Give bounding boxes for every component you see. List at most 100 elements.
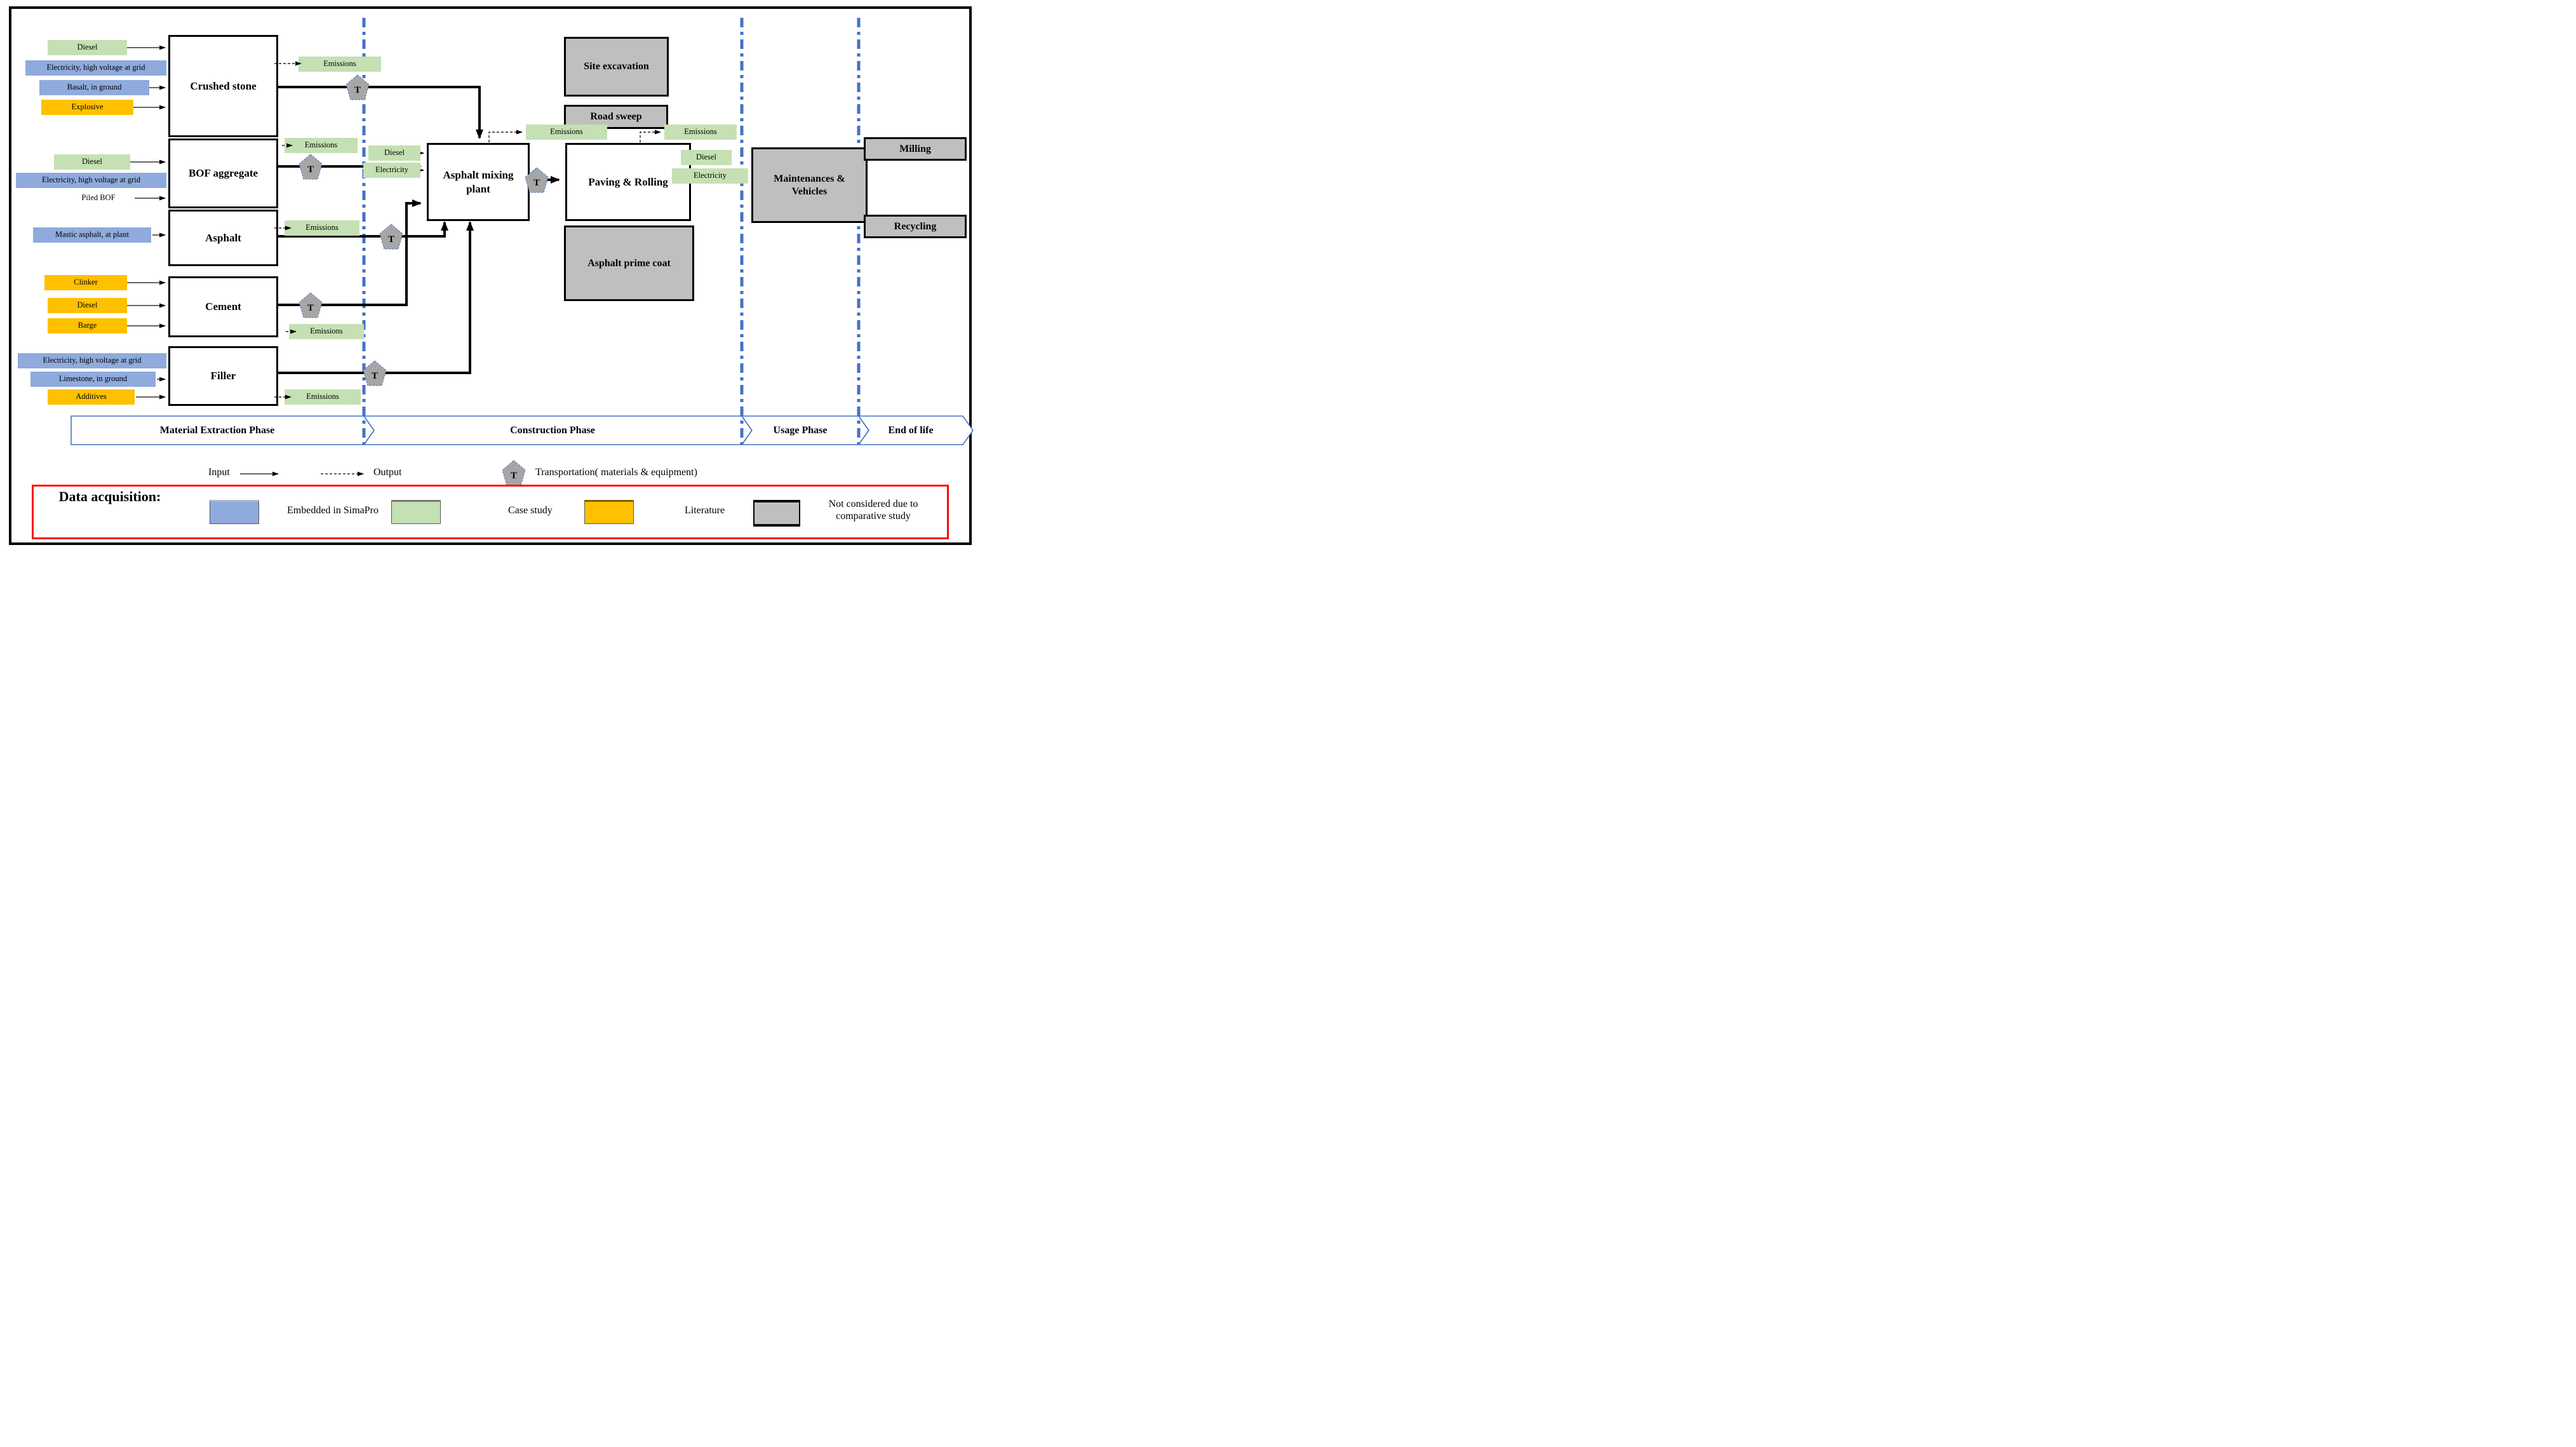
input-electricity-crushed-text: Electricity, high voltage at grid — [46, 63, 145, 72]
input-diesel-paving-text: Diesel — [696, 152, 716, 162]
transport-icon-bof: T — [299, 154, 323, 180]
swatch-literature — [584, 500, 634, 524]
process-paving-rolling-label: Paving & Rolling — [588, 175, 668, 188]
legend-transport-icon: T — [502, 460, 526, 486]
emissions-paving-text: Emissions — [684, 127, 717, 137]
input-limestone-filler-text: Limestone, in ground — [58, 374, 128, 384]
phase-label-construction: Construction Phase — [510, 425, 595, 436]
phase-label-end-of-life: End of life — [888, 425, 934, 436]
input-explosive-crushed: Explosive — [41, 100, 133, 115]
input-diesel-crushed: Diesel — [48, 40, 127, 55]
process-paving-rolling: Paving & Rolling — [565, 143, 691, 221]
legend-transport-icon-text: T — [511, 471, 517, 481]
process-cement: Cement — [168, 276, 278, 337]
phase-label-material-extraction: Material Extraction Phase — [159, 425, 275, 436]
gray-box-asphalt-prime-coat: Asphalt prime coat — [564, 225, 694, 301]
input-diesel-paving: Diesel — [681, 150, 732, 165]
swatch-not-considered — [753, 500, 800, 527]
outer-border — [9, 6, 972, 545]
emissions-crushed: Emissions — [299, 57, 381, 72]
input-diesel-cement: Diesel — [48, 298, 127, 313]
emissions-asphalt: Emissions — [285, 220, 359, 236]
transport-icon-asphalt-text: T — [388, 234, 394, 245]
process-crushed-stone-label: Crushed stone — [190, 79, 257, 92]
input-diesel-mixing: Diesel — [368, 145, 420, 161]
swatch-case-study — [391, 500, 441, 524]
input-explosive-crushed-text: Explosive — [71, 102, 104, 112]
emissions-filler-text: Emissions — [306, 392, 339, 401]
process-bof-aggregate-label: BOF aggregate — [188, 167, 258, 180]
input-mastic-asphalt-text: Mastic asphalt, at plant — [55, 230, 129, 239]
emissions-bof: Emissions — [285, 138, 358, 153]
emissions-mixing: Emissions — [526, 125, 607, 140]
legend-embedded-simapro-label: Embedded in SimaPro — [287, 505, 379, 516]
gray-box-recycling: Recycling — [864, 215, 967, 238]
process-asphalt: Asphalt — [168, 210, 278, 266]
gray-box-maintenances-vehicles: Maintenances & Vehicles — [751, 147, 868, 223]
milling-label: Milling — [899, 143, 931, 154]
legend-transportation-label: Transportation( materials & equipment) — [535, 467, 697, 478]
emissions-filler: Emissions — [285, 389, 361, 405]
emissions-cement: Emissions — [289, 324, 364, 339]
input-electricity-filler: Electricity, high voltage at grid — [18, 353, 166, 368]
input-piled-bof-text: Piled BOF — [81, 193, 116, 203]
input-additives-filler: Additives — [48, 389, 135, 405]
emissions-bof-text: Emissions — [304, 140, 338, 150]
input-barge-cement-text: Barge — [77, 321, 97, 330]
transport-icon-cement-text: T — [307, 303, 314, 313]
recycling-label: Recycling — [894, 220, 937, 232]
emissions-cement-text: Emissions — [310, 326, 343, 336]
legend-not-considered-label: Not considered due to comparative study — [828, 499, 918, 522]
input-electricity-paving-text: Electricity — [693, 171, 727, 180]
input-electricity-crushed: Electricity, high voltage at grid — [25, 60, 166, 76]
input-basalt-crushed-text: Basalt, in ground — [67, 83, 122, 92]
input-piled-bof: Piled BOF — [64, 191, 133, 206]
process-filler: Filler — [168, 346, 278, 406]
gray-box-milling: Milling — [864, 137, 967, 161]
transport-icon-mixing-paving-text: T — [533, 178, 540, 188]
data-acquisition-title: Data acquisition: — [58, 488, 161, 504]
phase-label-usage: Usage Phase — [773, 425, 828, 436]
input-diesel-bof-text: Diesel — [82, 157, 102, 166]
emissions-crushed-text: Emissions — [323, 59, 356, 69]
transport-icon-crushed-text: T — [354, 85, 361, 95]
transport-icon-filler: T — [363, 360, 387, 386]
input-diesel-bof: Diesel — [54, 154, 130, 170]
site-excavation-label: Site excavation — [584, 61, 649, 72]
transport-icon-asphalt: T — [379, 224, 403, 250]
process-filler-label: Filler — [210, 370, 236, 382]
transport-icon-cement: T — [299, 292, 323, 318]
input-electricity-paving: Electricity — [672, 168, 748, 184]
transport-icon-filler-text: T — [372, 371, 378, 381]
transport-icon-mixing-paving: T — [525, 167, 549, 193]
transport-icon-bof-text: T — [307, 165, 314, 175]
legend-case-study-label: Case study — [508, 505, 553, 516]
input-basalt-crushed: Basalt, in ground — [39, 80, 149, 95]
road-sweep-label: Road sweep — [590, 111, 642, 122]
input-diesel-crushed-text: Diesel — [77, 43, 98, 52]
legend-input-label: Input — [208, 467, 230, 478]
process-asphalt-label: Asphalt — [205, 231, 241, 244]
input-barge-cement: Barge — [48, 318, 127, 333]
input-limestone-filler: Limestone, in ground — [30, 372, 156, 387]
input-additives-filler-text: Additives — [76, 392, 107, 401]
emissions-asphalt-text: Emissions — [305, 223, 339, 232]
process-asphalt-mixing-plant: Asphalt mixing plant — [427, 143, 530, 221]
gray-box-site-excavation: Site excavation — [564, 37, 669, 97]
asphalt-prime-coat-label: Asphalt prime coat — [587, 257, 671, 269]
input-mastic-asphalt: Mastic asphalt, at plant — [33, 227, 151, 243]
input-diesel-mixing-text: Diesel — [384, 148, 405, 158]
input-electricity-filler-text: Electricity, high voltage at grid — [43, 356, 142, 365]
maintenances-vehicles-label: Maintenances & Vehicles — [774, 173, 845, 197]
process-cement-label: Cement — [205, 300, 241, 313]
input-electricity-bof-text: Electricity, high voltage at grid — [41, 175, 141, 185]
input-diesel-cement-text: Diesel — [77, 300, 98, 310]
transport-icon-crushed: T — [345, 74, 370, 100]
gray-box-road-sweep: Road sweep — [564, 105, 668, 129]
input-clinker-cement-text: Clinker — [74, 278, 98, 287]
emissions-mixing-text: Emissions — [550, 127, 583, 137]
input-electricity-mixing-text: Electricity — [375, 165, 409, 175]
lca-flow-diagram: Crushed stone BOF aggregate Asphalt Ceme… — [0, 0, 981, 551]
input-electricity-mixing: Electricity — [363, 163, 420, 178]
process-crushed-stone: Crushed stone — [168, 35, 278, 137]
